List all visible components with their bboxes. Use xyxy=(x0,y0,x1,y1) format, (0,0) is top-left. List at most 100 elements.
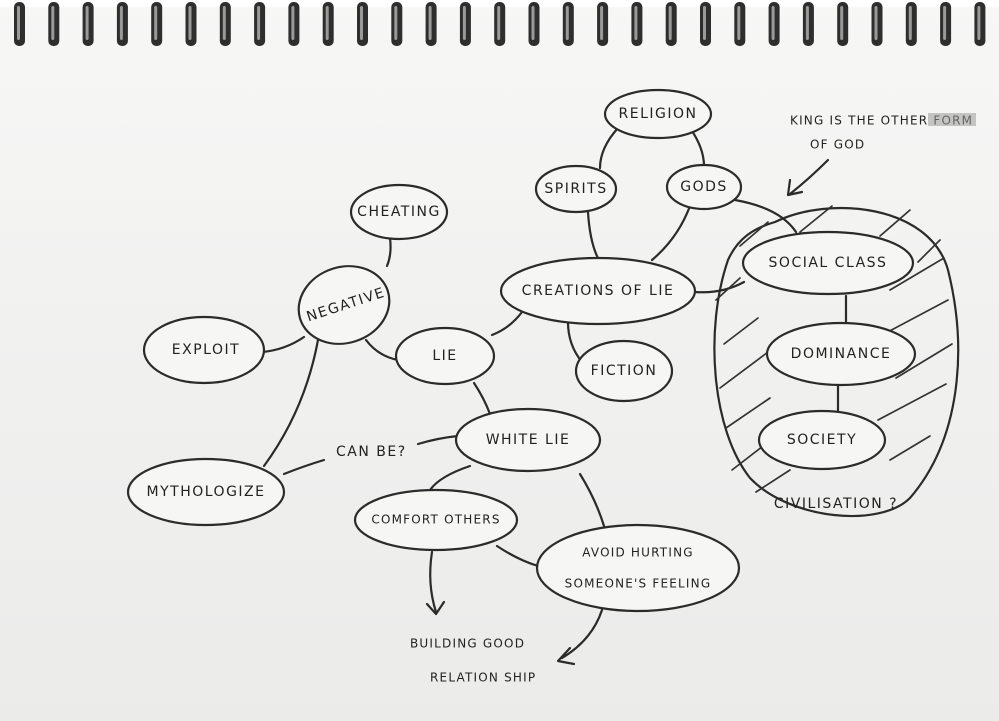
scribble-strike xyxy=(928,113,976,126)
node-spirits-label: SPIRITS xyxy=(544,181,607,197)
node-comfort-label: COMFORT OTHERS xyxy=(371,513,500,527)
arrowhead-building xyxy=(425,600,446,616)
spiral-ring-highlight xyxy=(737,6,741,40)
node-avoid-hurting: AVOID HURTING SOMEONE'S FEELING xyxy=(535,523,741,613)
spiral-ring-highlight xyxy=(977,6,981,40)
spiral-ring-highlight xyxy=(805,6,809,40)
node-religion: RELIGION xyxy=(603,88,713,140)
king-note-line2: OF GOD xyxy=(810,138,865,152)
spiral-ring-highlight xyxy=(17,6,20,40)
edge-whitelie-avoid xyxy=(578,472,606,528)
spiral-ring-highlight xyxy=(703,6,706,40)
arrow-king-note xyxy=(788,158,830,196)
edge-negative-exploit xyxy=(260,335,306,354)
node-avoid-line1: AVOID HURTING xyxy=(582,546,694,560)
can-be-label: CAN BE? xyxy=(336,444,407,460)
civilisation-boundary xyxy=(713,206,960,518)
hatch-stroke xyxy=(719,351,769,389)
spiral-ring-highlight xyxy=(908,6,912,40)
spiral-ring-highlight xyxy=(85,6,89,40)
hatch-stroke xyxy=(877,383,947,421)
node-exploit: EXPLOIT xyxy=(142,315,266,385)
spiral-ring-highlight xyxy=(634,6,638,40)
king-note-line1: KING IS THE OTHER FORM xyxy=(790,114,973,128)
node-creations-of-lie: CREATIONS OF LIE xyxy=(499,256,697,326)
hatch-stroke xyxy=(883,299,949,335)
edge-religion-gods xyxy=(688,126,706,168)
spiral-ring-highlight xyxy=(600,6,604,40)
spiral-ring-highlight xyxy=(840,6,844,40)
building-line1: BUILDING GOOD xyxy=(410,637,525,651)
edge-lie-whitelie xyxy=(472,381,492,416)
hatch-stroke xyxy=(723,317,759,345)
node-social-class: SOCIAL CLASS xyxy=(741,230,915,296)
edge-religion-spirits xyxy=(598,126,620,170)
spiral-ring-highlight xyxy=(943,6,947,40)
node-cheating: CHEATING xyxy=(349,183,449,241)
spiral-ring-highlight xyxy=(325,6,329,40)
node-mythologize-label: MYTHOLOGIZE xyxy=(147,484,266,500)
node-fiction: FICTION xyxy=(574,339,674,403)
node-exploit-label: EXPLOIT xyxy=(172,342,240,358)
hatch-stroke xyxy=(755,469,791,493)
edge-avoid-relationship xyxy=(560,608,604,660)
building-line2: RELATION SHIP xyxy=(430,671,536,685)
edge-negative-lie xyxy=(364,338,400,362)
civilisation-label: CIVILISATION ? xyxy=(774,496,898,512)
node-comfort-others: COMFORT OTHERS xyxy=(353,488,519,552)
node-spirits: SPIRITS xyxy=(534,164,618,214)
hatch-stroke xyxy=(739,221,769,247)
hatch-stroke xyxy=(879,209,911,237)
node-lie-label: LIE xyxy=(432,348,457,364)
edge-gods-creations xyxy=(650,204,692,262)
node-mythologize: MYTHOLOGIZE xyxy=(126,457,286,527)
edge-creations-fiction xyxy=(566,320,584,364)
node-lie: LIE xyxy=(394,326,496,386)
edge-negative-mythologize xyxy=(262,338,320,468)
spiral-ring-highlight xyxy=(188,6,192,40)
spiral-ring-highlight xyxy=(565,6,569,40)
spiral-ring-highlight xyxy=(394,6,398,40)
node-white-lie: WHITE LIE xyxy=(454,407,602,473)
hatch-stroke xyxy=(889,257,945,291)
spiral-ring-highlight xyxy=(462,6,466,40)
node-dominance: DOMINANCE xyxy=(765,321,917,387)
node-gods-label: GODS xyxy=(680,179,728,195)
spiral-ring-highlight xyxy=(428,6,432,40)
spiral-ring-highlight xyxy=(668,6,672,40)
spiral-ring-highlight xyxy=(291,6,295,40)
node-gods: GODS xyxy=(665,163,743,211)
spiral-ring-highlight xyxy=(222,6,226,40)
edge-gods-socialclass xyxy=(733,198,798,234)
spiral-ring-highlight xyxy=(119,6,123,40)
arrowhead-king-note xyxy=(786,178,804,197)
edge-comfort-building xyxy=(429,550,438,614)
node-cheating-label: CHEATING xyxy=(357,204,441,220)
spiral-ring-highlight xyxy=(257,6,261,40)
edge-canbe-whitelie xyxy=(416,434,460,446)
hatch-stroke xyxy=(895,343,953,379)
node-fiction-label: FICTION xyxy=(591,363,658,379)
edge-mythologize-canbe xyxy=(282,458,326,476)
node-society: SOCIETY xyxy=(757,409,887,471)
hatch-stroke xyxy=(715,277,741,301)
spiral-ring-highlight xyxy=(771,6,775,40)
spiral-ring-highlight xyxy=(874,6,878,40)
edge-spirits-creations xyxy=(586,210,602,264)
hatch-stroke xyxy=(725,397,771,429)
spiral-ring-highlight xyxy=(497,6,501,40)
node-negative: NEGATIVE xyxy=(297,265,391,345)
spiral-ring-highlight xyxy=(531,6,535,40)
spiral-ring-highlight xyxy=(51,6,55,40)
node-religion-label: RELIGION xyxy=(619,106,698,122)
hatch-stroke xyxy=(799,205,833,233)
edge-comfort-avoid xyxy=(495,544,540,568)
arrowhead-relationship xyxy=(556,646,576,666)
edge-whitelie-comfort xyxy=(428,464,472,492)
node-avoid-line2: SOMEONE'S FEELING xyxy=(565,577,712,591)
node-white-lie-label: WHITE LIE xyxy=(486,432,571,448)
node-dominance-label: DOMINANCE xyxy=(791,346,892,362)
spiral-ring-highlight xyxy=(360,6,363,40)
